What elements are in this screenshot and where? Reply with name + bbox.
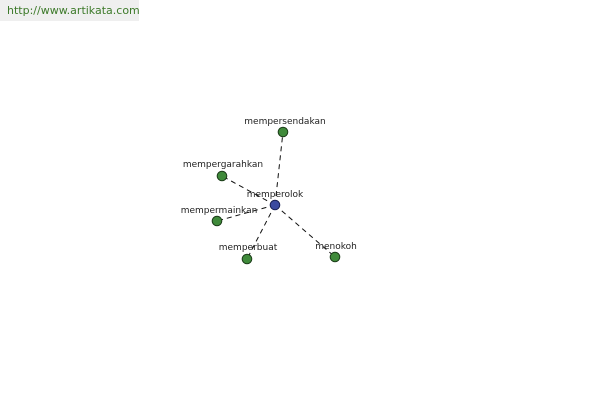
node-memperbuat[interactable] <box>241 253 253 265</box>
edge-memperbuat <box>246 204 276 260</box>
node-mempersendakan[interactable] <box>277 126 289 138</box>
node-mempergarahkan[interactable] <box>216 170 228 182</box>
edge-mempergarahkan <box>221 175 276 206</box>
graph-edges <box>216 131 336 260</box>
label-mempermainkan[interactable]: mempermainkan <box>181 206 258 216</box>
graph-nodes <box>211 126 341 265</box>
edge-mempermainkan <box>216 204 276 222</box>
site-url-link[interactable]: http://www.artikata.com <box>0 0 140 21</box>
label-menokoh[interactable]: menokoh <box>315 242 357 252</box>
graph-labels: mempersendakan mempergarahkan mempermainka… <box>181 117 357 253</box>
label-mempersendakan[interactable]: mempersendakan <box>244 117 325 127</box>
node-mempermainkan[interactable] <box>211 215 223 227</box>
label-memperbuat[interactable]: memperbuat <box>219 243 278 253</box>
label-center[interactable]: memperolok <box>247 190 304 200</box>
label-mempergarahkan[interactable]: mempergarahkan <box>183 160 263 170</box>
edge-menokoh <box>274 204 336 258</box>
node-menokoh[interactable] <box>329 251 341 263</box>
edge-mempersendakan <box>274 131 284 206</box>
node-center[interactable] <box>269 199 281 211</box>
